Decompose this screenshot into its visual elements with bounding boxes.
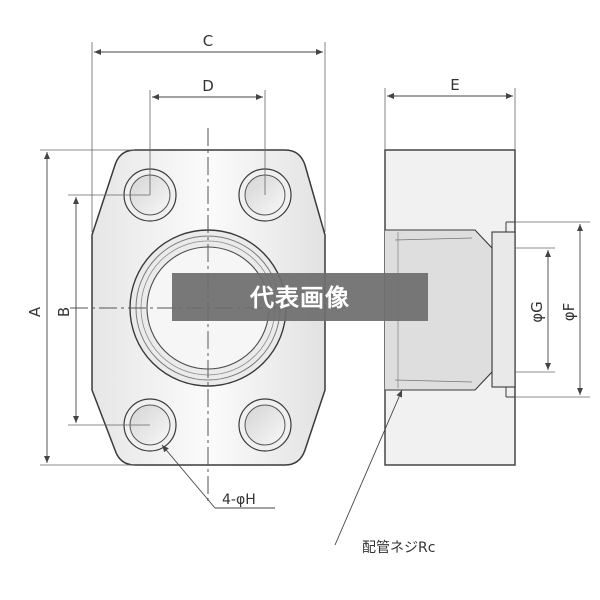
threaded-port [385,229,493,391]
dimension-label-a: A [26,306,44,317]
spigot [491,231,516,388]
dimension-label-b: B [55,307,73,317]
holes-note: 4-φH [222,492,256,508]
dimension-g: φG [515,247,555,373]
thread-note: 配管ネジRc [362,540,435,556]
dimension-d: D [149,77,266,195]
dimension-c: C [91,32,326,232]
callout-holes: 4-φH [161,444,275,509]
dimension-label-d: D [202,77,214,95]
dimension-a: A [26,149,135,466]
dimension-label-e: E [450,76,459,94]
banner-label: 代表画像 [249,284,350,312]
dimension-f: φF [515,221,590,398]
representative-image-banner: 代表画像 [172,273,428,321]
bolt-hole [238,398,292,452]
dimension-e: E [384,76,516,150]
dimension-b: B [55,194,150,426]
dimension-label-f: φF [560,303,578,322]
dimension-label-g: φG [528,301,546,323]
callout-thread: 配管ネジRc [334,389,435,556]
dimension-label-c: C [203,32,213,50]
